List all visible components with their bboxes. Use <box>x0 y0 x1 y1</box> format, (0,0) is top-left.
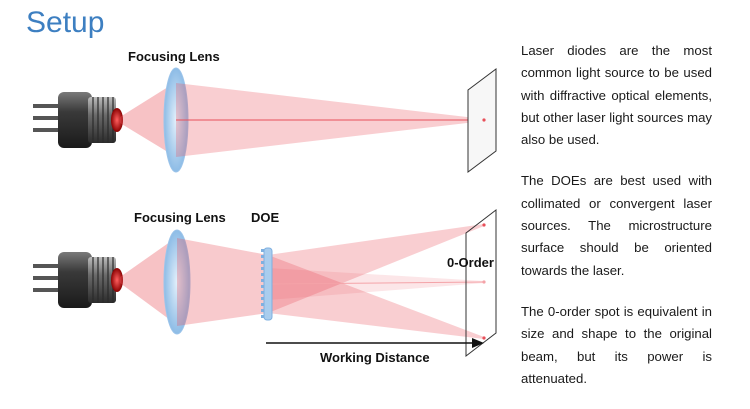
top-diverging-beam <box>120 82 176 157</box>
lower-spot <box>482 336 486 340</box>
top-spot <box>482 118 486 122</box>
top-screen <box>467 68 497 173</box>
top-laser-diode <box>58 92 123 148</box>
bottom-emitter <box>111 268 123 292</box>
top-lens-label: Focusing Lens <box>128 49 220 64</box>
bottom-screen <box>465 208 497 358</box>
top-setup: Focusing Lens <box>33 49 497 173</box>
paragraph-zero-order: The 0-order spot is equivalent in size a… <box>521 303 712 386</box>
zero-order-beam <box>268 268 484 300</box>
top-emitter <box>111 108 123 132</box>
zero-order-label: 0-Order <box>447 255 494 270</box>
zero-order-spot <box>482 280 486 284</box>
bottom-laser-diode <box>58 252 123 308</box>
working-distance-arrow <box>266 338 484 348</box>
doe-label: DOE <box>251 210 280 225</box>
paragraph-light-source: Laser diodes are the most common light s… <box>521 43 712 148</box>
upper-diffracted-order <box>268 224 484 313</box>
bottom-focusing-lens <box>163 229 191 335</box>
bottom-setup: Focusing Lens DOE 0-Order Working Distan… <box>33 208 497 365</box>
bottom-lens-label: Focusing Lens <box>134 210 226 225</box>
bottom-diode-pins <box>33 264 63 292</box>
bottom-diverging-beam <box>120 237 177 325</box>
working-distance-label: Working Distance <box>320 350 430 365</box>
description-column: Laser diodes are the most common light s… <box>521 40 712 409</box>
top-diode-pins <box>33 104 63 132</box>
page-title: Setup <box>26 6 105 39</box>
lower-diffracted-order <box>268 255 484 339</box>
setup-diagram: Focusing Lens <box>33 49 497 365</box>
bottom-beam-to-doe <box>177 238 268 326</box>
doe-element <box>261 247 273 321</box>
zero-order-axis <box>267 281 485 285</box>
upper-spot <box>482 223 486 227</box>
paragraph-doe-usage: The DOEs are best used with collimated o… <box>521 173 712 278</box>
